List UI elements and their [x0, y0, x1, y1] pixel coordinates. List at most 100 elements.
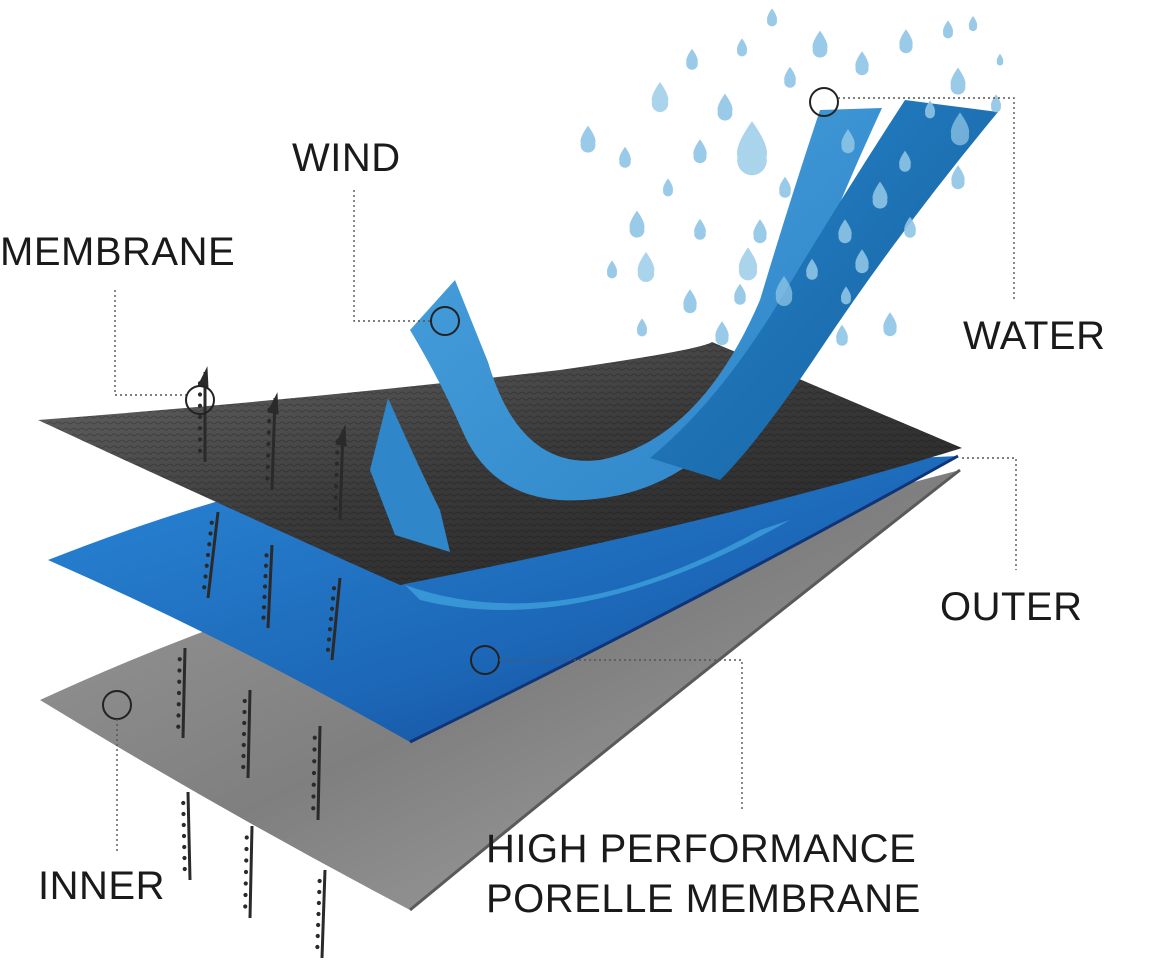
- water-drop-icon: [738, 247, 758, 281]
- water-drop-icon: [855, 51, 869, 76]
- vapor-dot: [317, 889, 322, 895]
- vapor-dot: [316, 900, 321, 906]
- water-drop-icon: [580, 125, 596, 153]
- water-drop-icon: [767, 8, 777, 27]
- vapor-dot: [203, 574, 208, 579]
- vapor-dot: [176, 702, 181, 707]
- vapor-stem: [316, 725, 322, 821]
- vapor-stem: [246, 689, 252, 779]
- vapor-dot: [176, 713, 181, 718]
- vapor-dot: [244, 846, 249, 852]
- membrane-layer-edge: [409, 454, 959, 744]
- vapor-dot: [316, 922, 321, 928]
- vapor-dot: [181, 833, 187, 839]
- leader-hpm: [499, 659, 743, 810]
- vapor-dot: [261, 615, 266, 620]
- leader-membrane: [114, 290, 186, 396]
- label-hpm-line1: HIGH PERFORMANCE: [486, 827, 917, 871]
- vapor-dot: [333, 506, 338, 511]
- water-drop-icon: [838, 219, 852, 244]
- up-arrow-icon: [197, 366, 209, 389]
- water-drop-icon: [784, 66, 796, 88]
- callout-circle-membrane: [185, 385, 215, 415]
- vapor-dot: [242, 698, 247, 704]
- water-drop-icon: [812, 30, 828, 58]
- vapor-stem: [186, 791, 192, 881]
- vapor-dot: [266, 430, 271, 435]
- vapor-dot: [262, 584, 268, 589]
- vapor-dot: [266, 453, 271, 458]
- water-drop-icon: [693, 139, 707, 164]
- vapor-dot: [327, 627, 333, 632]
- vapor-dot: [243, 892, 248, 898]
- water-drop-icon: [775, 276, 793, 307]
- vapor-stem: [330, 577, 342, 661]
- water-drop-icon: [950, 112, 970, 146]
- wind-deflect-arrow: [370, 398, 450, 552]
- label-wind: WIND: [292, 136, 401, 180]
- vapor-dot: [176, 724, 181, 729]
- vapor-stem: [248, 825, 254, 919]
- vapor-dot: [334, 461, 339, 466]
- water-drop-icon: [950, 67, 966, 95]
- vapor-dot: [335, 450, 340, 455]
- vapor-dot: [202, 585, 207, 590]
- vapor-dot: [266, 441, 271, 447]
- water-drop-icon: [899, 150, 911, 172]
- vapor-dot: [328, 616, 334, 622]
- water-drop-icon: [841, 129, 855, 154]
- vapor-dot: [242, 720, 247, 726]
- vapor-dot: [311, 782, 316, 787]
- vapor-dot: [334, 472, 339, 478]
- water-drop-icon: [904, 216, 916, 238]
- water-drop-icon: [715, 321, 729, 346]
- vapor-dot: [311, 806, 316, 811]
- water-drop-icon: [619, 146, 631, 168]
- water-drop-icon: [925, 100, 935, 119]
- leader-lines: [114, 97, 1017, 852]
- vapor-dot: [331, 586, 337, 591]
- water-drop-icon: [753, 219, 767, 244]
- vapor-dot: [182, 844, 187, 850]
- vapor-dot: [329, 606, 335, 611]
- inner-layer-edge: [409, 468, 961, 912]
- vapor-dot: [197, 414, 203, 420]
- vapor-stem: [206, 511, 220, 599]
- vapor-stem: [320, 869, 327, 959]
- vapor-dot: [263, 574, 268, 579]
- vapor-dot: [181, 811, 186, 817]
- vapor-dot: [197, 426, 203, 431]
- vapor-dot: [326, 637, 332, 642]
- water-droplets: [580, 8, 1004, 346]
- vapor-dot: [311, 794, 316, 799]
- vapor-dot: [197, 448, 203, 453]
- water-drop-icon: [683, 289, 697, 314]
- vapor-dot: [264, 553, 269, 558]
- water-drop-icon: [734, 283, 746, 305]
- water-drop-icon: [806, 258, 818, 280]
- vapor-dot: [312, 747, 317, 752]
- vapor-dot: [243, 904, 248, 909]
- water-drop-icon: [855, 249, 869, 274]
- label-inner: INNER: [38, 864, 165, 908]
- vapor-dot: [316, 911, 321, 917]
- up-arrow-icon: [335, 424, 347, 447]
- water-drop-icon: [629, 210, 645, 238]
- vapor-dot: [204, 563, 209, 568]
- vapor-dot: [333, 495, 338, 500]
- vapor-stem: [266, 544, 274, 629]
- water-drop-icon: [737, 121, 767, 176]
- vapor-dot: [265, 464, 270, 470]
- vapor-dot: [197, 403, 203, 408]
- label-hpm-line2: PORELLE MEMBRANE: [486, 877, 921, 921]
- vapor-dot: [177, 657, 182, 662]
- water-drop-icon: [872, 181, 888, 209]
- water-drop-icon: [779, 176, 791, 198]
- vapor-dot: [209, 520, 214, 525]
- vapor-dot: [241, 742, 246, 748]
- vapor-dot: [267, 418, 272, 424]
- leader-water: [838, 97, 1015, 300]
- vapor-dot: [263, 563, 269, 568]
- vapor-dot: [181, 800, 186, 806]
